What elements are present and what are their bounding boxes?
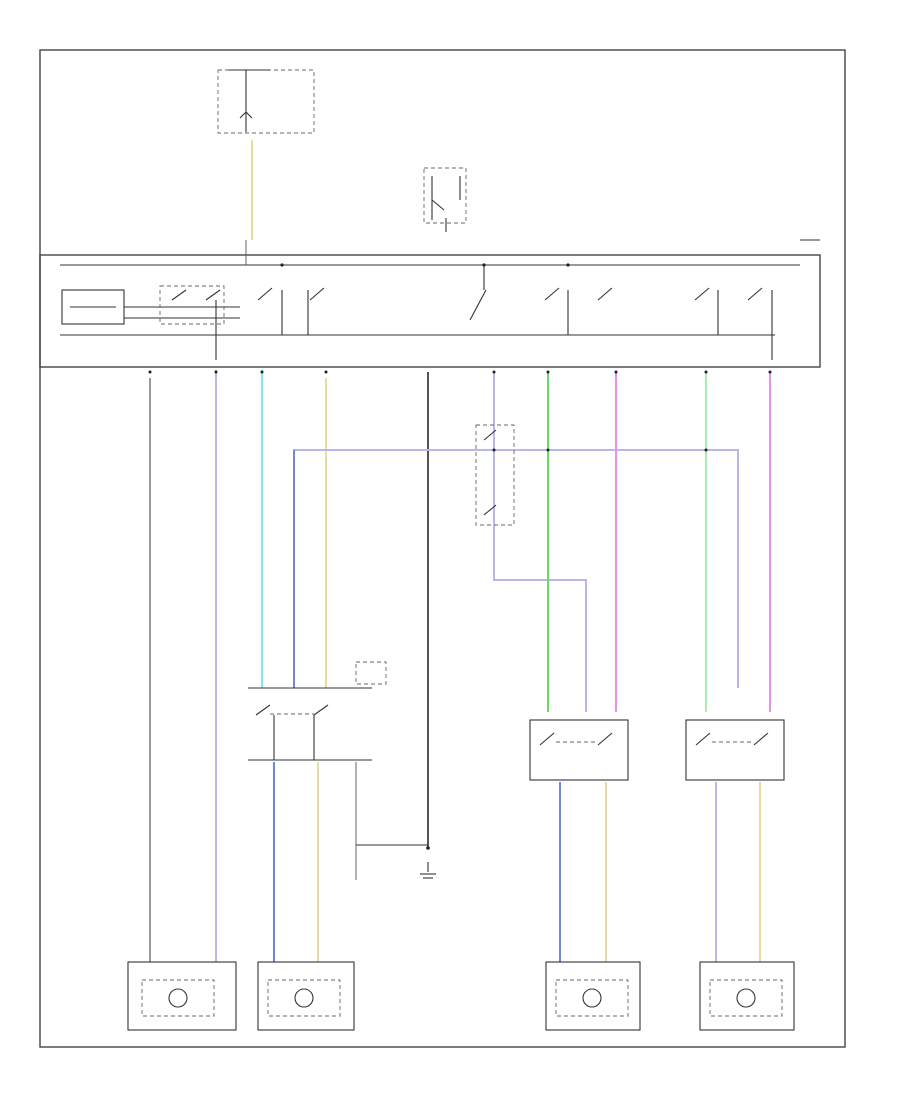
diagram-frame	[39, 49, 846, 1048]
ground-symbol	[420, 862, 436, 879]
front-left-window-motor	[127, 961, 237, 1031]
ground-junction-dot	[426, 846, 430, 850]
lockout-relay	[475, 424, 515, 526]
rear-left-window-motor	[257, 961, 355, 1031]
wire-violet-right	[493, 372, 587, 712]
rear-left-window-switch	[248, 661, 387, 761]
connector-dots	[148, 370, 772, 452]
rear-right-window-switch	[685, 719, 785, 781]
front-right-window-switch	[529, 719, 629, 781]
front-right-window-motor	[545, 961, 641, 1031]
rear-right-window-motor	[699, 961, 795, 1031]
relay-top-center	[423, 167, 467, 232]
master-window-switch	[39, 239, 821, 368]
wire-blue-bus	[293, 449, 739, 688]
fuse-box	[217, 69, 315, 134]
